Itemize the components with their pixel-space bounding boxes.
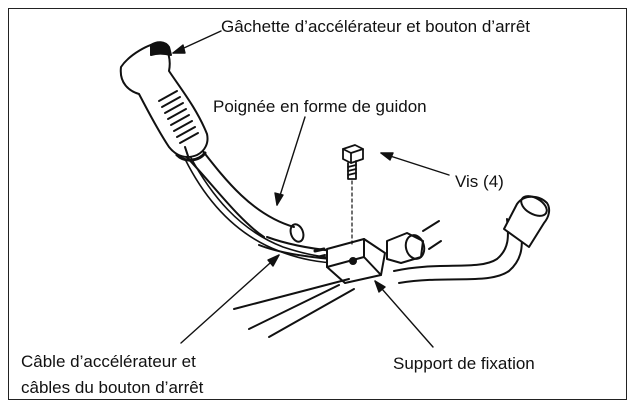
handlebar-illustration — [119, 30, 551, 348]
right-handlebar — [393, 195, 551, 284]
leader-lines — [172, 30, 450, 348]
throttle-grip — [119, 41, 209, 162]
drive-shaft — [233, 278, 355, 338]
label-cables-line2: câbles du bouton d’arrêt — [21, 378, 204, 397]
left-handlebar-tube — [178, 140, 335, 260]
label-screw: Vis (4) — [455, 172, 504, 191]
clamp-support — [313, 220, 442, 284]
label-support: Support de fixation — [393, 354, 535, 373]
label-cables-line1: Câble d’accélérateur et — [21, 352, 196, 371]
label-handle: Poignée en forme de guidon — [213, 97, 427, 116]
screw — [342, 144, 364, 248]
label-cables: Câble d’accélérateur et câbles du bouton… — [21, 349, 203, 401]
diagram-frame: Gâchette d’accélérateur et bouton d’arrê… — [8, 8, 627, 400]
label-trigger: Gâchette d’accélérateur et bouton d’arrê… — [221, 17, 531, 36]
